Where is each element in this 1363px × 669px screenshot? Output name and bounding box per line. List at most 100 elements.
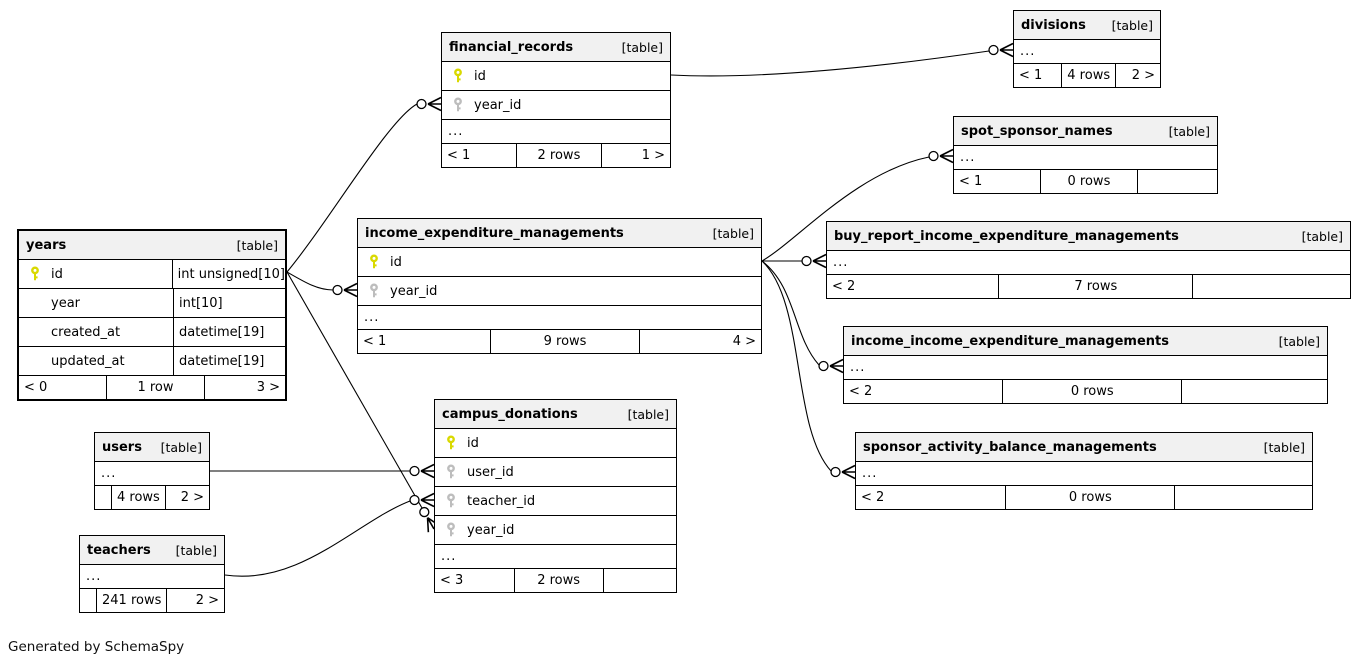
relation-financial_records.id-to-divisions xyxy=(670,42,1014,77)
table-header: teachers [table] xyxy=(80,536,224,564)
table-name[interactable]: spot_sponsor_names xyxy=(961,123,1113,139)
table-tag: [table] xyxy=(175,542,217,558)
table-name[interactable]: users xyxy=(102,439,142,455)
table-income_expenditure_managements[interactable]: income_expenditure_managements[table]id y… xyxy=(357,218,762,354)
column-row-id[interactable]: id xyxy=(435,428,676,457)
footer-parents-count: < 0 xyxy=(19,376,107,399)
table-name[interactable]: campus_donations xyxy=(442,406,578,422)
footer-children-count: 2 > xyxy=(180,490,204,505)
table-tag: [table] xyxy=(236,237,278,253)
table-sponsor_activity_balance_managements[interactable]: sponsor_activity_balance_managements[tab… xyxy=(855,432,1313,510)
table-header: sponsor_activity_balance_managements[tab… xyxy=(856,433,1312,461)
column-type: int[10] xyxy=(173,289,285,317)
crows-foot-many-marker xyxy=(841,464,856,480)
table-header: income_income_expenditure_managements [ta… xyxy=(844,327,1327,355)
crows-foot-many-marker xyxy=(829,358,844,374)
column-name: year_id xyxy=(467,522,515,538)
footer-children-count: 4 > xyxy=(732,334,757,349)
table-name[interactable]: sponsor_activity_balance_managements xyxy=(863,439,1157,455)
table-header: users[table] xyxy=(95,433,209,461)
relation-line xyxy=(286,271,334,291)
table-name[interactable]: teachers xyxy=(87,542,151,558)
hidden-columns-ellipsis: ... xyxy=(358,305,761,329)
relation-line xyxy=(761,156,930,262)
column-row-year_id[interactable]: year_id xyxy=(358,276,761,305)
relation-years.id-to-campus_donations.year_id xyxy=(286,271,441,533)
footer-row-count: 9 rows xyxy=(491,330,641,353)
column-row-id[interactable]: id xyxy=(442,61,670,90)
table-name[interactable]: years xyxy=(26,237,67,253)
hidden-columns-ellipsis: ... xyxy=(1014,39,1160,63)
column-type: datetime[19] xyxy=(173,347,285,375)
column-row-user_id[interactable]: user_id xyxy=(435,457,676,486)
footer-children-count: 1 > xyxy=(641,148,665,163)
zero-or-one-circle-marker xyxy=(830,466,841,478)
table-tag: [table] xyxy=(1301,228,1343,244)
column-type: int unsigned[10] xyxy=(171,260,285,288)
footer-row-count: 2 rows xyxy=(517,144,602,167)
column-row-teacher_id[interactable]: teacher_id xyxy=(435,486,676,515)
zero-or-one-circle-marker xyxy=(818,360,829,372)
column-row-id[interactable]: id xyxy=(358,247,761,276)
relation-line xyxy=(761,260,820,366)
footer-row-count: 0 rows xyxy=(1041,170,1139,193)
relation-income_expenditure_managements.id-to-buy_report_income_expenditure_managements xyxy=(762,253,827,269)
table-name[interactable]: income_income_expenditure_managements xyxy=(851,333,1169,349)
table-income_income_expenditure_managements[interactable]: income_income_expenditure_managements [ta… xyxy=(843,326,1328,404)
relation-line xyxy=(670,50,990,77)
table-name[interactable]: divisions xyxy=(1021,17,1086,33)
footer-children-count: 2 > xyxy=(195,593,219,608)
footer-children-count xyxy=(1193,275,1350,298)
table-buy_report_income_expenditure_managements[interactable]: buy_report_income_expenditure_management… xyxy=(826,221,1351,299)
pk-key-icon xyxy=(447,435,455,450)
footer-parents-count: < 2 xyxy=(844,380,1004,403)
column-name: year_id xyxy=(390,283,438,299)
table-header: buy_report_income_expenditure_management… xyxy=(827,222,1350,250)
hidden-columns-ellipsis: ... xyxy=(80,564,224,588)
column-row-year_id[interactable]: year_id xyxy=(435,515,676,544)
footer-parents-count: < 2 xyxy=(856,486,1007,509)
relation-teachers-to-campus_donations.teacher_id xyxy=(224,492,435,577)
zero-or-one-circle-marker xyxy=(416,98,427,110)
pk-key-icon xyxy=(31,266,39,281)
table-tag: [table] xyxy=(621,39,663,55)
footer-children-count xyxy=(1182,380,1327,403)
zero-or-one-circle-marker xyxy=(419,506,430,518)
column-name: id xyxy=(474,68,486,84)
table-name[interactable]: income_expenditure_managements xyxy=(365,225,624,241)
column-row-year_id[interactable]: year_id xyxy=(442,90,670,119)
table-tag: [table] xyxy=(1278,333,1320,349)
relation-line xyxy=(286,271,423,509)
table-name[interactable]: buy_report_income_expenditure_management… xyxy=(834,228,1179,244)
table-tag: [table] xyxy=(627,406,669,422)
footer-row-count: 4 rows xyxy=(112,486,166,509)
relation-years.id-to-financial_records.year_id xyxy=(286,96,442,273)
footer-parents-count: < 2 xyxy=(827,275,1000,298)
relation-income_expenditure_managements.id-to-sponsor_activity_balance_managements xyxy=(761,260,856,480)
table-header: income_expenditure_managements[table] xyxy=(358,219,761,247)
footer-children-count: 2 > xyxy=(1131,68,1155,83)
table-name[interactable]: financial_records xyxy=(449,39,574,55)
table-header: spot_sponsor_names[table] xyxy=(954,117,1217,145)
footer-row-count: 4 rows xyxy=(1062,64,1117,87)
table-header: financial_records [table] xyxy=(442,33,670,61)
footer-row-count: 7 rows xyxy=(999,275,1194,298)
